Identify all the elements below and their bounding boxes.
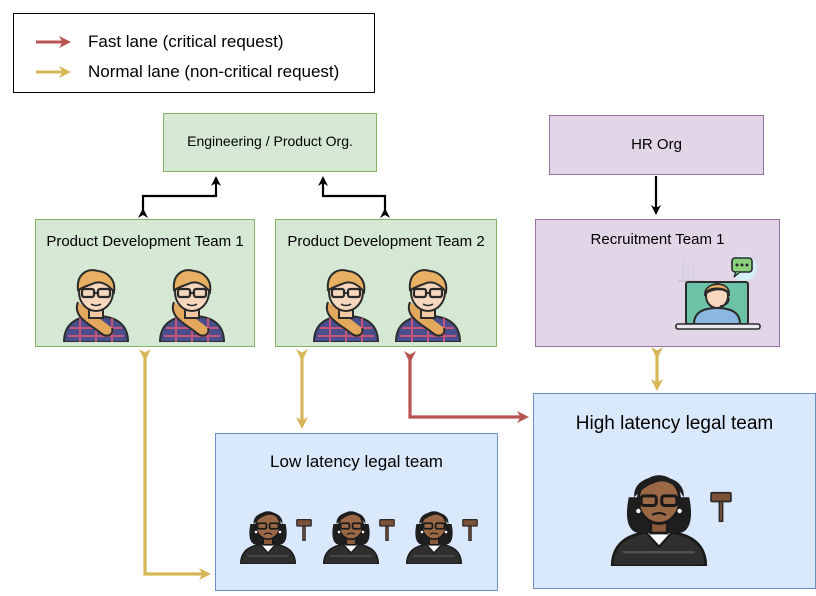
high-latency-legal-label: High latency legal team xyxy=(575,413,774,434)
low-latency-legal-label: Low latency legal team xyxy=(270,452,443,471)
low-latency-legal-team-node[interactable]: Low latency legal team xyxy=(215,433,498,591)
engineering-org-node[interactable]: Engineering / Product Org. xyxy=(163,113,377,172)
hr-org-label: HR Org xyxy=(631,136,682,153)
org-to-team-1-arrow xyxy=(138,176,221,218)
legend: Fast lane (critical request) Normal lane… xyxy=(13,13,375,93)
recruitment-team-label: Recruitment Team 1 xyxy=(590,231,725,248)
product-team-1-node[interactable]: Product Development Team 1 xyxy=(35,219,255,347)
team-2-to-high-legal-fast-arrow xyxy=(404,351,529,423)
team-1-to-low-legal-normal-arrow xyxy=(139,349,211,580)
hr-org-node[interactable]: HR Org xyxy=(549,115,764,175)
org-to-team-2-arrow xyxy=(318,176,390,218)
product-team-2-label: Product Development Team 2 xyxy=(287,233,485,250)
high-latency-legal-team-node[interactable]: High latency legal team xyxy=(533,393,816,589)
recruitment-team-node[interactable]: Recruitment Team 1 xyxy=(535,219,780,347)
product-team-1-label: Product Development Team 1 xyxy=(46,233,244,250)
legend-arrows xyxy=(36,36,71,78)
fast-lane-label: Fast lane (critical request) xyxy=(88,32,284,51)
normal-lane-label: Normal lane (non-critical request) xyxy=(88,62,340,81)
product-team-2-node[interactable]: Product Development Team 2 xyxy=(275,219,497,347)
engineering-org-label: Engineering / Product Org. xyxy=(187,133,353,149)
